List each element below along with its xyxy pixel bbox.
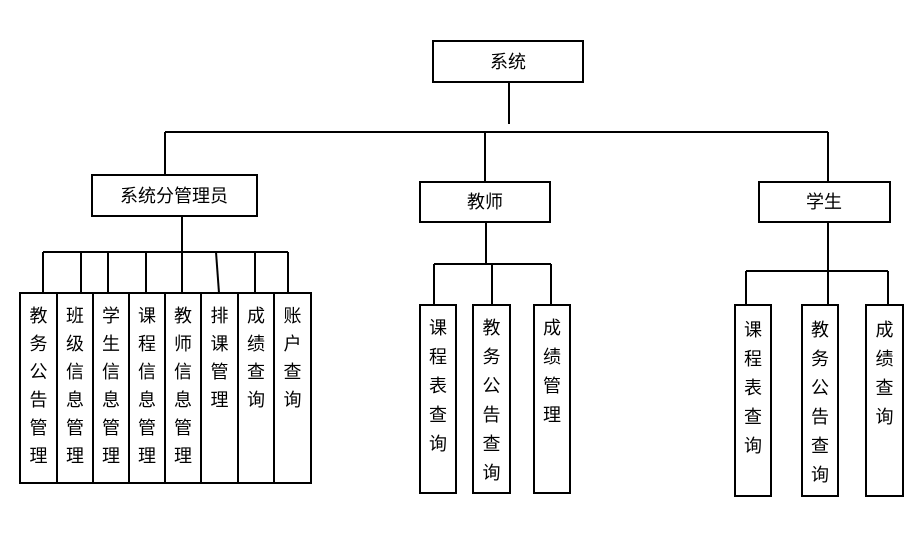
leaf-label: 成绩查询 bbox=[876, 320, 894, 428]
leaf-label: 课程信息管理 bbox=[138, 306, 156, 467]
leaf-nodes: 教务公告管理班级信息管理学生信息管理课程信息管理教师信息管理排课管理成绩查询账户… bbox=[19, 292, 904, 497]
leaf-label: 教务公告管理 bbox=[30, 306, 48, 467]
branch-label: 系统分管理员 bbox=[120, 186, 228, 207]
branch-node-teacher: 教师 bbox=[419, 181, 551, 223]
leaf-node: 教务公告管理 bbox=[19, 292, 58, 484]
leaf-node: 成绩管理 bbox=[533, 304, 571, 494]
leaf-node: 排课管理 bbox=[200, 292, 239, 484]
leaf-label: 课程表查询 bbox=[744, 320, 762, 457]
leaf-node: 教务公告查询 bbox=[472, 304, 511, 494]
leaf-label: 账户查询 bbox=[284, 306, 302, 411]
branch-node-admin: 系统分管理员 bbox=[91, 174, 258, 217]
leaf-label: 教务公告查询 bbox=[811, 320, 829, 486]
branch-label: 教师 bbox=[467, 192, 503, 213]
leaf-node: 课程表查询 bbox=[419, 304, 457, 494]
leaf-node: 成绩查询 bbox=[865, 304, 904, 497]
root-node: 系统 bbox=[432, 40, 584, 83]
leaf-label: 教师信息管理 bbox=[174, 306, 192, 467]
leaf-node: 教师信息管理 bbox=[164, 292, 202, 484]
connectors bbox=[42, 82, 889, 305]
leaf-node: 成绩查询 bbox=[237, 292, 275, 484]
leaf-node: 教务公告查询 bbox=[801, 304, 839, 497]
leaf-label: 班级信息管理 bbox=[66, 306, 84, 467]
leaf-node: 课程信息管理 bbox=[128, 292, 166, 484]
leaf-node: 学生信息管理 bbox=[92, 292, 130, 484]
leaf-label: 成绩管理 bbox=[543, 318, 561, 426]
leaf-node: 班级信息管理 bbox=[56, 292, 94, 484]
leaf-label: 教务公告查询 bbox=[483, 318, 501, 484]
leaf-node: 账户查询 bbox=[273, 292, 312, 484]
root-label: 系统 bbox=[490, 52, 526, 73]
leaf-label: 学生信息管理 bbox=[102, 306, 120, 467]
branch-label: 学生 bbox=[806, 192, 842, 213]
leaf-label: 课程表查询 bbox=[429, 318, 447, 455]
leaf-label: 成绩查询 bbox=[247, 306, 265, 411]
leaf-node: 课程表查询 bbox=[734, 304, 772, 497]
leaf-label: 排课管理 bbox=[211, 306, 229, 411]
branch-node-student: 学生 bbox=[758, 181, 891, 223]
